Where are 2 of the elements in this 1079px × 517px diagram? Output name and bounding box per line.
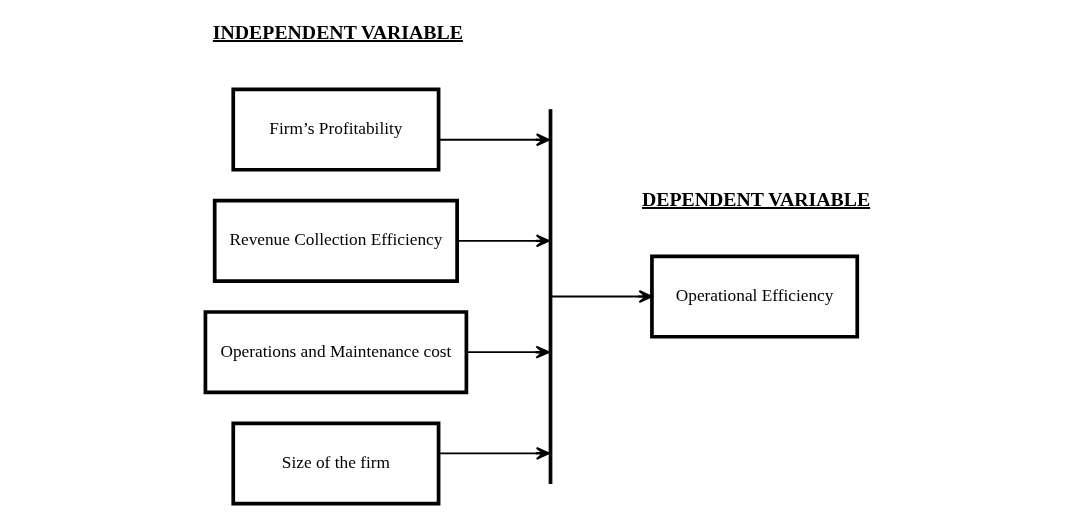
label: INDEPENDENT VARIABLE bbox=[212, 21, 463, 44]
label: DEPENDENT VARIABLE bbox=[641, 187, 870, 210]
